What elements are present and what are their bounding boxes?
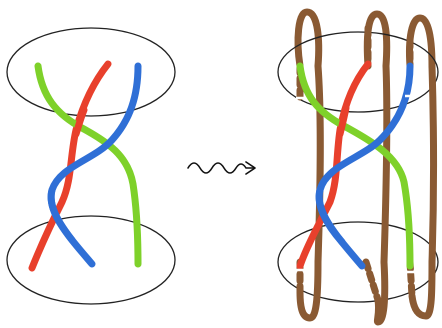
right-blue-overcross bbox=[315, 186, 346, 246]
closure-return-1 bbox=[314, 62, 324, 266]
right-top-disk bbox=[277, 31, 439, 113]
left-bottom-disk bbox=[6, 215, 176, 305]
right-braid bbox=[277, 8, 439, 326]
right-bottom-disk bbox=[277, 221, 439, 303]
squiggly-arrow bbox=[187, 161, 256, 175]
closure-loop-2-bottom bbox=[373, 258, 389, 326]
arrow-head-icon bbox=[245, 161, 256, 175]
crossing-gaps bbox=[296, 94, 416, 274]
right-green-strand bbox=[296, 62, 414, 270]
left-blue-overcross bbox=[47, 186, 76, 244]
closure-return-2 bbox=[380, 62, 391, 266]
dashed-bottom-2 bbox=[362, 258, 382, 304]
squiggly-arrow-shaft bbox=[187, 162, 255, 174]
left-green-strand bbox=[34, 62, 142, 268]
left-red-overcross bbox=[72, 106, 88, 138]
left-braid bbox=[6, 27, 176, 305]
right-red-overcross bbox=[336, 104, 350, 138]
closure-loop-3-bottom bbox=[408, 258, 436, 320]
closure-loops-bottom bbox=[296, 258, 436, 326]
closure-loop-1-bottom bbox=[296, 258, 322, 322]
left-top-disk bbox=[6, 27, 176, 117]
closure-return-3 bbox=[428, 62, 437, 266]
closure-loop-1-outer bbox=[294, 8, 323, 70]
closure-return-strands bbox=[314, 62, 437, 266]
